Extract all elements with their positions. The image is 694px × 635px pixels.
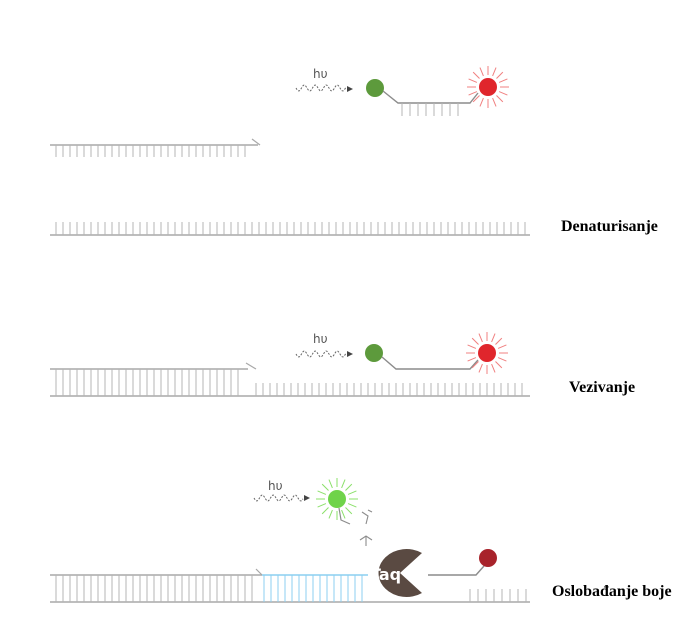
- glow-ray: [472, 95, 480, 103]
- glow-ray: [471, 361, 479, 369]
- glow-ray: [471, 337, 479, 345]
- glow-ray: [341, 479, 346, 489]
- glow-ray: [468, 78, 478, 83]
- glow-ray: [478, 333, 483, 343]
- glow-ray: [468, 91, 478, 96]
- wavy-light-arrow-icon: hυ: [295, 332, 353, 358]
- glow-ray: [491, 333, 496, 343]
- taq-label: Taq: [370, 565, 401, 584]
- glow-ray: [328, 479, 333, 489]
- glow-ray: [347, 503, 357, 508]
- glow-ray: [492, 67, 497, 77]
- stage-denaturation: hυ: [50, 66, 530, 236]
- reporter-dye-icon: [316, 478, 358, 525]
- quencher-dye-icon: [479, 549, 497, 567]
- reporter-dye-icon: [365, 344, 383, 362]
- glow-ray: [472, 71, 480, 79]
- dna-strand-long: [50, 222, 530, 236]
- light-symbol: hυ: [313, 67, 328, 81]
- light-symbol: hυ: [268, 479, 283, 493]
- quencher-dye-icon: [467, 66, 509, 108]
- stage-dye-release: hυ Taq: [50, 478, 530, 603]
- wavy-light-arrow-icon: hυ: [295, 67, 353, 92]
- dna-strand-short: [50, 138, 261, 157]
- glow-ray: [347, 490, 357, 495]
- quencher-dye-icon: [466, 332, 508, 374]
- glow-ray: [495, 337, 503, 345]
- cleaved-fragment-icon: [359, 509, 373, 546]
- glow-ray: [496, 71, 504, 79]
- glow-ray: [345, 507, 353, 515]
- glow-ray: [497, 357, 507, 362]
- probe: [366, 66, 509, 116]
- glow-ray: [317, 503, 327, 508]
- glow-ray: [478, 363, 483, 373]
- glow-ray: [498, 78, 508, 83]
- stage-annealing: hυ: [50, 332, 530, 397]
- glow-ray: [479, 97, 484, 107]
- glow-ray: [467, 344, 477, 349]
- glow-ray: [491, 363, 496, 373]
- taq-polymerase-icon: Taq: [370, 549, 422, 598]
- glow-ray: [495, 361, 503, 369]
- dna-strand-extended: [50, 568, 368, 576]
- reporter-dye-icon: [366, 79, 384, 97]
- dna-strand-primer: [50, 362, 257, 370]
- probe-remnant: [428, 549, 497, 576]
- wavy-light-arrow-icon: hυ: [253, 479, 310, 502]
- glow-ray: [321, 483, 329, 491]
- stage-label-dye-release: Oslobađanje boje: [552, 583, 672, 600]
- glow-ray: [498, 91, 508, 96]
- glow-ray: [496, 95, 504, 103]
- glow-ray: [345, 483, 353, 491]
- probe: [365, 332, 508, 374]
- glow-ray: [467, 357, 477, 362]
- glow-ray: [317, 490, 327, 495]
- stage-label-annealing: Vezivanje: [569, 379, 636, 396]
- glow-ray: [492, 97, 497, 107]
- glow-ray: [341, 509, 346, 519]
- stage-label-denaturation: Denaturisanje: [561, 218, 658, 235]
- glow-ray: [328, 509, 333, 519]
- glow-ray: [497, 344, 507, 349]
- light-symbol: hυ: [313, 332, 328, 346]
- glow-ray: [479, 67, 484, 77]
- glow-ray: [321, 507, 329, 515]
